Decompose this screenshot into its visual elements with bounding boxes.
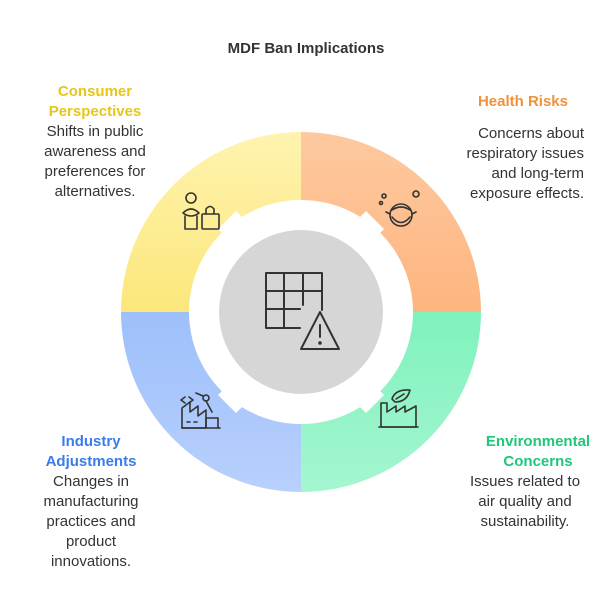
industry-desc-line: manufacturing [43, 493, 139, 510]
environmental-description: Issues related to air quality and sustai… [450, 472, 600, 532]
health-desc-line: and long-term [491, 165, 584, 182]
consumer-desc-line: preferences for [44, 163, 146, 180]
health-segment [301, 132, 481, 312]
industry-description: Changes in manufacturing practices and p… [16, 472, 166, 572]
person-shopping-bag-icon [182, 192, 220, 230]
diagram-title: MDF Ban Implications [227, 40, 385, 57]
industry-title-line: Adjustments [45, 453, 137, 470]
health-title: Health Risks [477, 93, 568, 110]
health-block: Health Risks Concerns about respiratory … [440, 92, 600, 204]
environmental-desc-line: air quality and [478, 493, 572, 510]
factory-robot-arm-icon [180, 392, 221, 429]
consumer-title: Consumer Perspectives [20, 82, 170, 122]
industry-title-line: Industry [61, 433, 121, 450]
eco-factory-leaf-icon [378, 389, 419, 428]
health-desc-line: exposure effects. [470, 185, 584, 202]
environmental-desc-line: sustainability. [480, 513, 570, 530]
industry-segment [121, 312, 301, 492]
industry-desc-line: practices and [46, 513, 136, 530]
consumer-desc-line: alternatives. [54, 183, 136, 200]
industry-title: Industry Adjustments [16, 432, 166, 472]
consumer-block: Consumer Perspectives Shifts in public a… [20, 82, 170, 202]
industry-block: Industry Adjustments Changes in manufact… [16, 432, 166, 572]
environmental-title-line: Environmental [485, 433, 591, 450]
environmental-title: Environmental Concerns [450, 432, 600, 472]
industry-desc-line: innovations. [50, 553, 132, 570]
consumer-desc-line: awareness and [44, 143, 146, 160]
center-hub [219, 230, 383, 394]
consumer-title-line: Consumer [57, 83, 133, 100]
environmental-block: Environmental Concerns Issues related to… [450, 432, 600, 532]
consumer-description: Shifts in public awareness and preferenc… [20, 122, 170, 202]
environmental-segment [301, 312, 481, 492]
industry-desc-line: Changes in [53, 473, 129, 490]
consumer-title-line: Perspectives [48, 103, 142, 120]
industry-desc-line: product [65, 533, 117, 550]
health-desc-line: respiratory issues [466, 145, 584, 162]
health-description: Concerns about respiratory issues and lo… [440, 124, 600, 204]
consumer-segment [121, 132, 301, 312]
face-mask-icon [378, 190, 420, 227]
environmental-title-line: Concerns [503, 453, 573, 470]
environmental-desc-line: Issues related to [469, 473, 581, 490]
consumer-desc-line: Shifts in public [46, 123, 144, 140]
health-desc-line: Concerns about [478, 125, 584, 142]
panel-grid-warning-icon [265, 272, 340, 350]
